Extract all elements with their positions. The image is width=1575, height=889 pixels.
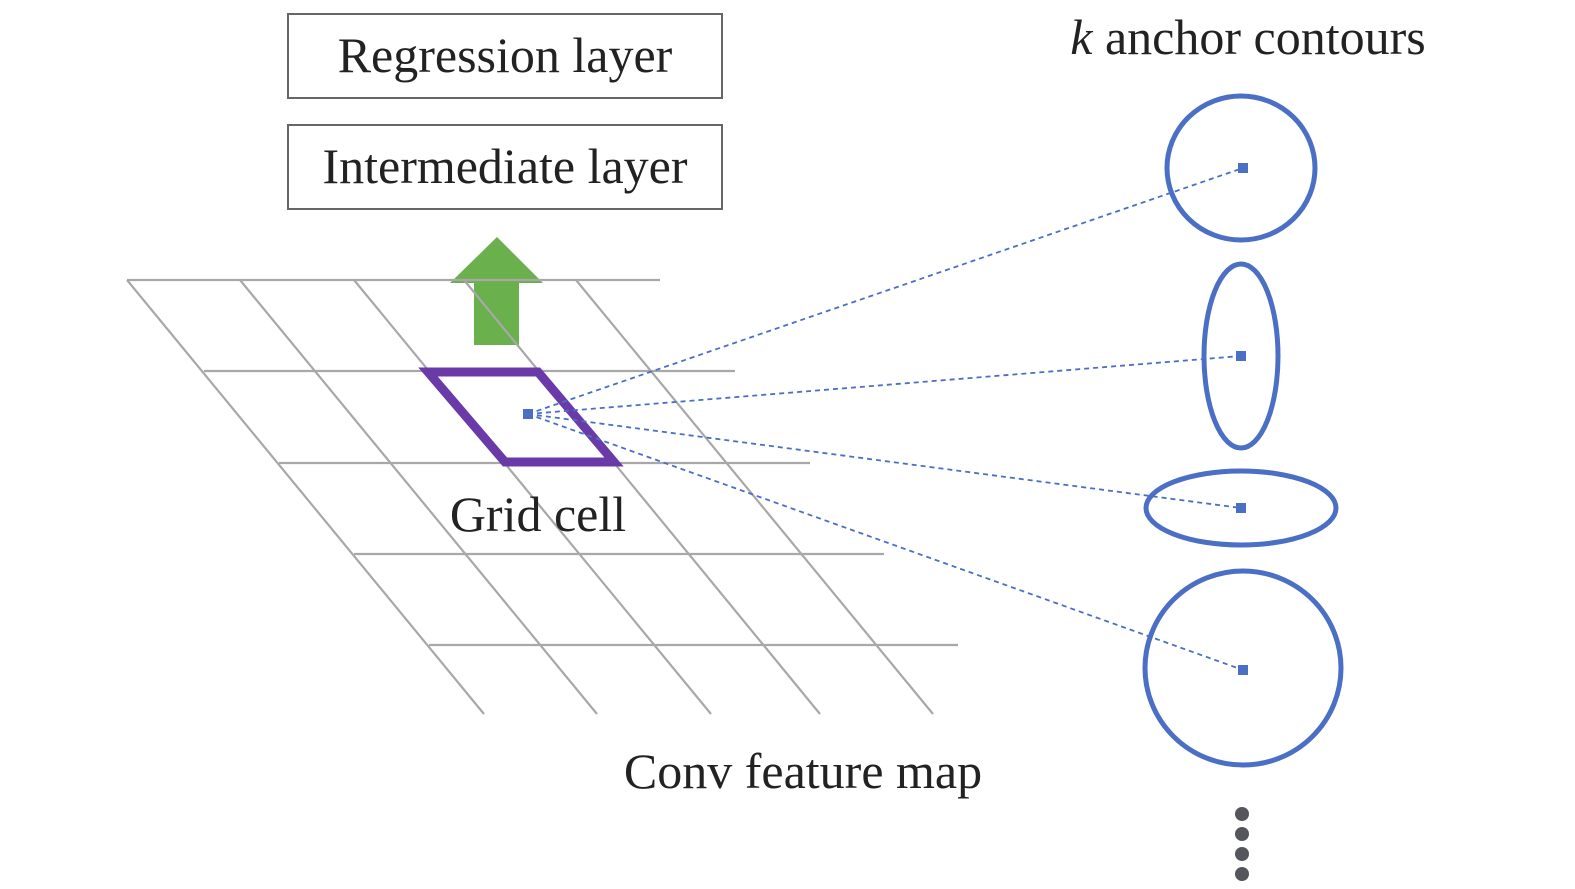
anchor-k-symbol: k (1070, 9, 1093, 65)
anchor-circle-small (1164, 93, 1318, 243)
vertical-ellipsis-icon (1235, 807, 1249, 881)
up-arrow-icon (450, 237, 543, 345)
intermediate-layer-box: Intermediate layer (287, 124, 723, 210)
anchor-circle-large (1142, 568, 1344, 768)
anchor-ellipse-tall (1201, 261, 1281, 451)
cell-center-point (523, 409, 533, 419)
feature-map-label: Conv feature map (624, 743, 982, 799)
grid-cell-label: Grid cell (450, 486, 626, 542)
anchor-contours-text: anchor contours (1092, 9, 1425, 65)
anchor-contours-title: k anchor contours (1070, 9, 1425, 65)
grid-cell-highlight (418, 367, 624, 467)
anchor-ellipse-wide (1143, 468, 1339, 548)
anchor-connection-lines (527, 167, 1244, 671)
anchor-center-points (1236, 163, 1248, 675)
anchor-contours (1142, 93, 1344, 768)
regression-layer-label: Regression layer (338, 27, 673, 83)
regression-layer-box: Regression layer (287, 13, 723, 99)
intermediate-layer-label: Intermediate layer (322, 138, 687, 194)
